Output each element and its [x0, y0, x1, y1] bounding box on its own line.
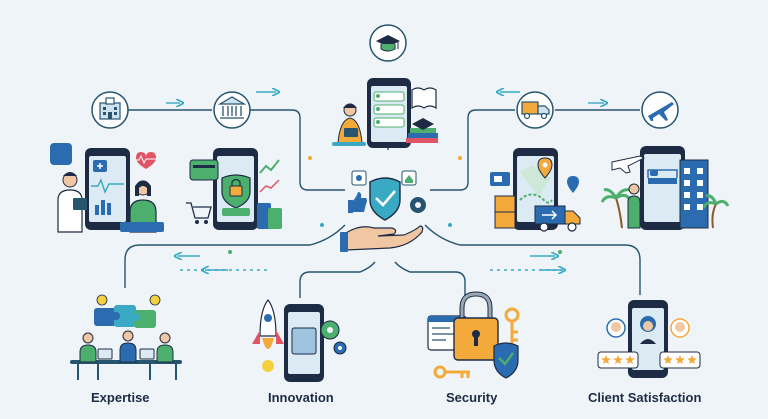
node-bank [213, 91, 251, 129]
padlock-icon [453, 291, 499, 361]
center-hub [340, 170, 426, 252]
scene-education [332, 78, 438, 148]
connectors [124, 109, 641, 298]
scene-expertise [70, 294, 182, 380]
connector-center-innovation [299, 261, 376, 298]
scene-healthcare [50, 143, 164, 233]
bank-icon [217, 96, 247, 119]
scene-logistics [490, 148, 581, 232]
node-truck [516, 91, 554, 129]
scene-banking [186, 148, 282, 230]
puzzle-icon [94, 305, 156, 328]
graduation-cap-icon [376, 35, 400, 52]
flow-arrows [166, 92, 604, 270]
node-hospital [91, 91, 129, 129]
shield-check-icon [493, 342, 519, 379]
node-education [369, 24, 407, 62]
thumbs-up-icon [348, 192, 367, 213]
key-icon [433, 307, 520, 379]
open-book-icon [411, 87, 437, 110]
label-innovation: Innovation [268, 390, 334, 405]
gear-icon [320, 320, 347, 355]
connector-truck-center [430, 109, 515, 191]
connector-center-security [394, 261, 466, 298]
connector-bank-center [250, 109, 345, 191]
scene-security [427, 291, 520, 379]
lightbulb-icon [96, 294, 161, 306]
rating-cards [597, 351, 701, 369]
customer-avatar [606, 318, 690, 338]
scene-innovation [252, 299, 347, 382]
star-icon [601, 355, 611, 364]
rocket-icon [252, 299, 284, 372]
accent-dots [228, 156, 562, 254]
connector-center-expertise [124, 224, 346, 288]
star-icon [663, 355, 673, 364]
hand-shield-icon [340, 177, 424, 252]
star-icon [675, 355, 685, 364]
connector-center-client [424, 224, 641, 295]
star-icon [613, 355, 623, 364]
support-agent-avatar [640, 316, 656, 344]
star-icon [625, 355, 635, 364]
shopping-cart-icon [186, 202, 212, 219]
label-expertise: Expertise [91, 390, 150, 405]
label-security: Security [446, 390, 498, 405]
gear-icon [410, 197, 426, 213]
truck-icon [521, 101, 550, 120]
scene-travel [600, 146, 730, 230]
scene-client-satisfaction [597, 300, 701, 378]
map-pin-icon [537, 157, 553, 179]
node-airplane [641, 91, 679, 129]
airplane-icon [648, 102, 674, 121]
hospital-icon [99, 97, 121, 120]
star-icon [687, 355, 697, 364]
label-client-satisfaction: Client Satisfaction [588, 390, 702, 405]
